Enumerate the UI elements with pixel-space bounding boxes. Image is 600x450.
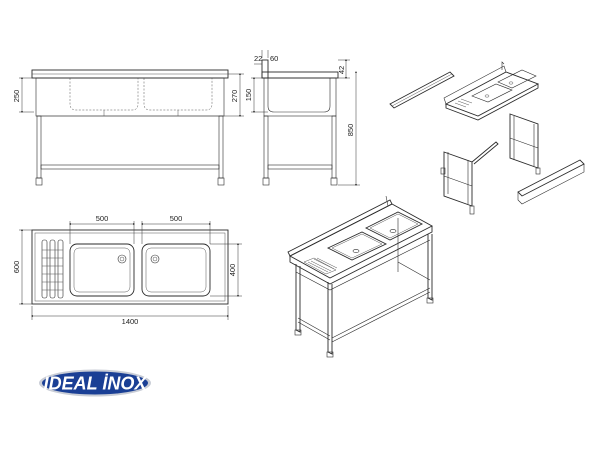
dim-plan-500-right: 500 — [170, 214, 183, 223]
logo-fill — [42, 371, 148, 395]
dim-side-42: 42 — [337, 66, 346, 74]
dim-plan-500-left: 500 — [96, 214, 109, 223]
drainer-grooves — [41, 239, 64, 299]
assembled-isometric-view — [287, 195, 434, 358]
brand-logo: İDEAL İNOX — [38, 369, 152, 397]
plan-view: 500 500 600 400 1400 — [12, 214, 242, 326]
dim-front-270: 270 — [230, 90, 239, 103]
exploded-isometric-view — [389, 61, 585, 215]
side-view: 22 60 150 42 850 — [244, 50, 360, 186]
dim-side-60: 60 — [270, 54, 278, 63]
dim-side-850: 850 — [346, 124, 355, 137]
leg-frame-left — [440, 141, 499, 215]
dim-plan-1400: 1400 — [122, 317, 139, 326]
assembled-drainer — [303, 257, 338, 275]
front-view: 250 270 — [12, 69, 244, 186]
logo-badge-shape: İDEAL İNOX — [39, 369, 151, 397]
dim-plan-600: 600 — [12, 261, 21, 274]
dim-side-22: 22 — [254, 54, 262, 63]
dim-plan-400: 400 — [228, 264, 237, 277]
dim-side-150: 150 — [244, 89, 253, 102]
leg-frame-right — [509, 113, 541, 175]
brand-name: İDEAL İNOX — [44, 374, 148, 394]
dim-front-250: 250 — [12, 90, 21, 103]
